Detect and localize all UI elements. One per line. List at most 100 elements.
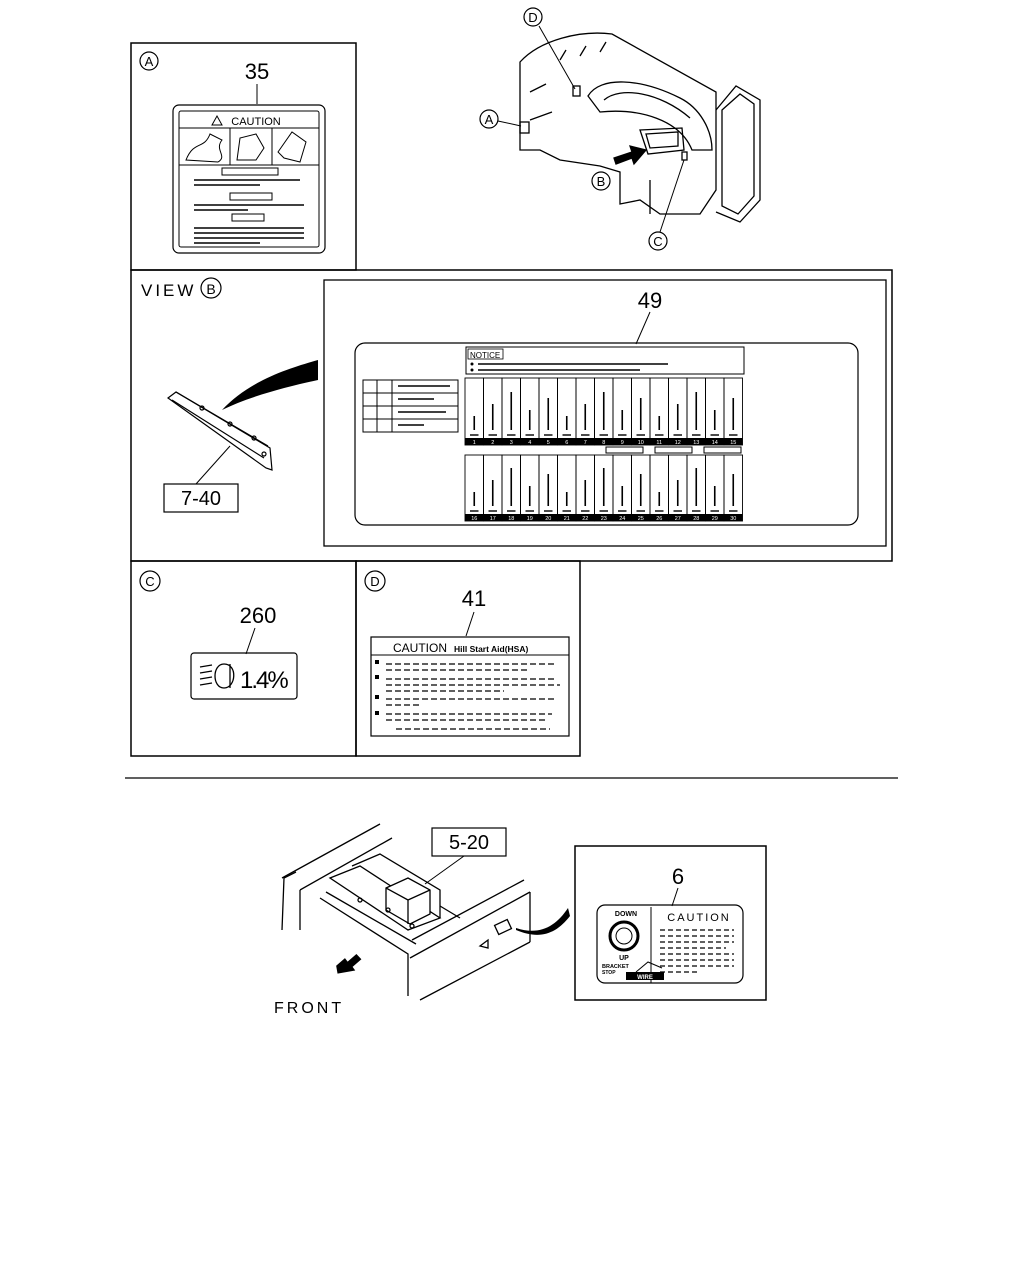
fuse-number: 2 xyxy=(491,440,494,446)
fuse-number: 17 xyxy=(490,516,496,522)
fuse-number: 25 xyxy=(638,516,644,522)
fuse-slot: 7 xyxy=(575,377,595,446)
fuse-number: 5 xyxy=(547,440,550,446)
fuse-slot: 16 xyxy=(464,454,484,522)
fuse-number: 24 xyxy=(619,516,625,522)
fuse-number: 23 xyxy=(601,516,607,522)
fuse-slot: 18 xyxy=(501,454,521,522)
fuse-slot: 4 xyxy=(520,377,540,446)
fuse-number: 8 xyxy=(602,440,605,446)
fuse-slot: 23 xyxy=(594,454,614,522)
fuse-number: 9 xyxy=(621,440,624,446)
fuse-number: 21 xyxy=(564,516,570,522)
caution-41-text: CAUTION xyxy=(393,641,447,655)
fuse-slot: 24 xyxy=(612,454,632,522)
warning-triangle-icon xyxy=(211,114,223,126)
fuse-slot: 27 xyxy=(668,454,688,522)
tailgate-caution-decal: DOWN UP BRACKET STOP WIRE CAUTION xyxy=(596,904,744,984)
fuse-number: 30 xyxy=(730,516,736,522)
hsa-text: Hill Start Aid(HSA) xyxy=(454,644,528,654)
fuse-number: 3 xyxy=(510,440,513,446)
fuse-slot: 26 xyxy=(649,454,669,522)
notice-text: NOTICE xyxy=(470,351,500,360)
cab-interior-illustration xyxy=(519,32,761,223)
callout-a: A xyxy=(485,112,494,127)
fuse-slot: 12 xyxy=(668,377,688,446)
decal-location-d xyxy=(572,85,581,97)
front-arrow-icon xyxy=(336,954,362,974)
caution-35-text: CAUTION xyxy=(231,116,281,128)
fuse-slot: 10 xyxy=(631,377,651,446)
fuse-slot: 30 xyxy=(723,454,743,522)
fuse-slot: 14 xyxy=(705,377,725,446)
fuse-slot: 2 xyxy=(483,377,503,446)
fuse-slot: 5 xyxy=(538,377,558,446)
fuse-slot: 15 xyxy=(723,377,743,446)
panel-c: C 260 1.4% xyxy=(130,560,357,757)
fuse-number: 6 xyxy=(565,440,568,446)
panel-view-b: VIEW B 7-40 49 NOTICE xyxy=(130,269,893,562)
part-number-49: 49 xyxy=(638,288,662,313)
label-c: C xyxy=(145,574,154,589)
hsa-caution-decal: CAUTION Hill Start Aid(HSA) xyxy=(370,636,570,737)
label-d: D xyxy=(370,574,379,589)
stop-text: STOP xyxy=(602,970,616,976)
fuse-slot: 1 xyxy=(464,377,484,446)
fuse-slot: 25 xyxy=(631,454,651,522)
fuse-number: 7 xyxy=(584,440,587,446)
part-number-6: 6 xyxy=(672,864,684,889)
fuse-box-lid xyxy=(166,391,273,471)
callout-d: D xyxy=(528,10,537,25)
fuse-slot: 13 xyxy=(686,377,706,446)
up-text: UP xyxy=(619,955,629,962)
part-number-260: 260 xyxy=(240,603,277,628)
panel-d: D 41 CAUTION Hill Start Aid(HSA) xyxy=(355,560,581,757)
headlight-level-decal: 1.4% xyxy=(190,652,298,700)
headlight-icon xyxy=(199,663,235,689)
view-b-label: B xyxy=(206,281,215,297)
fuse-number: 27 xyxy=(675,516,681,522)
fuse-number: 28 xyxy=(693,516,699,522)
ref-5-20: 5-20 xyxy=(449,832,489,854)
headlight-level-text: 1.4% xyxy=(240,667,288,694)
fuse-legend-table xyxy=(362,379,459,433)
callout-b: B xyxy=(597,174,606,189)
decal-location-c xyxy=(681,151,688,161)
fuse-number: 10 xyxy=(638,440,644,446)
label-a-circle xyxy=(139,51,159,71)
fuse-slot: 20 xyxy=(538,454,558,522)
fuse-slot: 17 xyxy=(483,454,503,522)
magnify-pointer xyxy=(222,360,318,410)
fuse-number: 11 xyxy=(656,440,662,446)
fuse-spare-slots xyxy=(605,446,742,454)
fuse-slot: 21 xyxy=(557,454,577,522)
magnify-pointer-6 xyxy=(516,908,570,935)
fuse-slot: 22 xyxy=(575,454,595,522)
fuse-slot: 28 xyxy=(686,454,706,522)
panel-a: A 35 CAUTION xyxy=(130,42,357,271)
down-text: DOWN xyxy=(615,911,637,918)
part-number-41: 41 xyxy=(462,586,486,611)
fuse-number: 1 xyxy=(473,440,476,446)
fuse-number: 14 xyxy=(712,440,718,446)
front-label: FRONT xyxy=(274,1000,344,1017)
fuse-number: 18 xyxy=(508,516,514,522)
panel-part-6: 6 DOWN UP BRACKET STOP WIRE CAUTION xyxy=(574,845,767,1001)
fuse-number: 26 xyxy=(656,516,662,522)
fuse-number: 20 xyxy=(545,516,551,522)
fuse-number: 22 xyxy=(582,516,588,522)
fuse-slot: 29 xyxy=(705,454,725,522)
callout-c: C xyxy=(653,234,662,249)
fuse-slot: 9 xyxy=(612,377,632,446)
label-a: A xyxy=(145,54,154,69)
caution-6-text: CAUTION xyxy=(667,912,731,924)
bracket-text: BRACKET xyxy=(602,964,630,970)
caution-decal-35: CAUTION xyxy=(172,104,326,254)
ref-7-40: 7-40 xyxy=(181,488,221,510)
winch-dial-icon xyxy=(608,920,640,952)
wire-text: WIRE xyxy=(637,975,653,981)
fuse-slot: 3 xyxy=(501,377,521,446)
fuse-slot: 6 xyxy=(557,377,577,446)
view-label: VIEW xyxy=(141,281,196,300)
